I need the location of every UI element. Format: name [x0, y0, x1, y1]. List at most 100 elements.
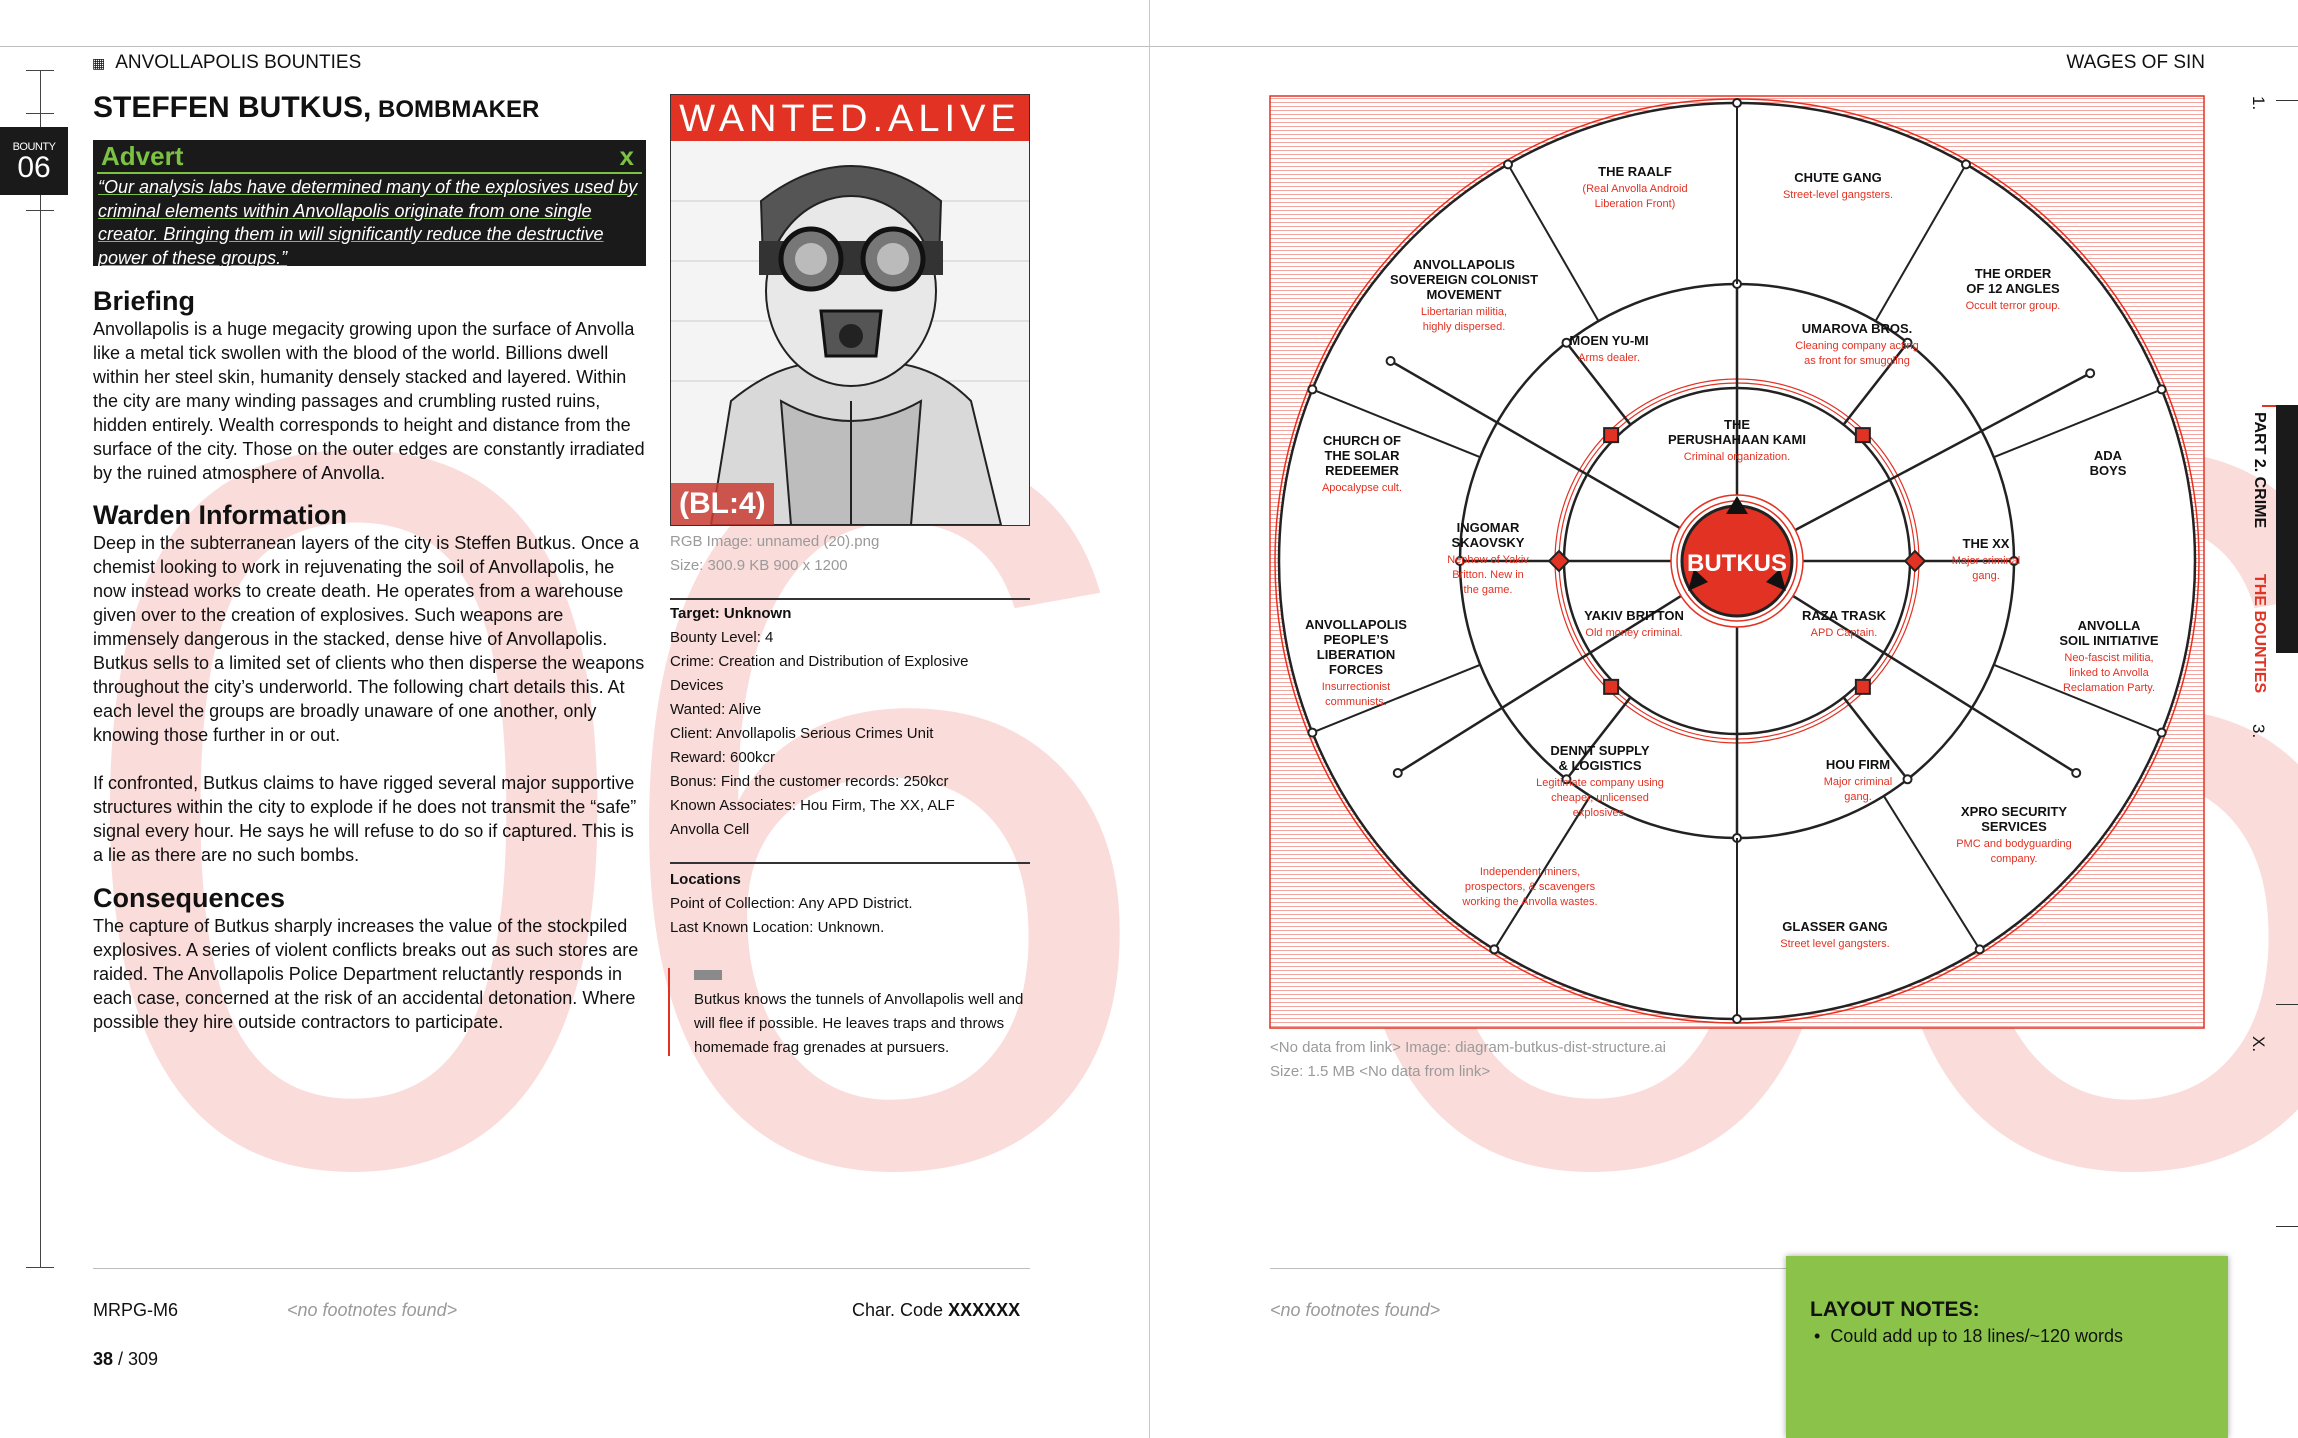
connection-marker: [1854, 678, 1871, 695]
side-note: Butkus knows the tunnels of Anvollapolis…: [694, 991, 1024, 1056]
edge-dot: [1503, 159, 1513, 170]
right-running-header: WAGES OF SIN: [2066, 52, 2205, 73]
locations-heading: Locations: [670, 871, 741, 888]
diagram-center-label: BUTKUS: [1687, 550, 1787, 577]
node-description: cheaper, unlicensed: [1551, 792, 1649, 804]
outer-spoke: [1493, 795, 1592, 950]
node-description: explosives.: [1573, 807, 1627, 819]
node-name: SOVEREIGN COLONIST: [1390, 272, 1538, 287]
edge-dot: [1307, 384, 1318, 395]
outer-spoke: [1311, 663, 1481, 734]
side-tab-1[interactable]: 1.: [2249, 96, 2268, 111]
running-header: ▦ ANVOLLAPOLIS BOUNTIES: [92, 52, 361, 74]
node-name: PEOPLE’S: [1323, 632, 1388, 647]
advert-box: Advert x “Our analysis labs have determi…: [93, 140, 646, 268]
node-name: SERVICES: [1981, 819, 2047, 834]
node-name: DENNT SUPPLY: [1550, 743, 1650, 758]
location-line: Point of Collection: Any APD District.: [670, 895, 913, 912]
outer-spoke: [1993, 388, 2163, 459]
junction-dot: [1902, 774, 1913, 785]
briefing-heading: Briefing: [93, 286, 196, 316]
node-description: Libertarian militia,: [1421, 306, 1507, 318]
middle-spoke: [1842, 341, 1909, 426]
node-name: FORCES: [1329, 662, 1384, 677]
char-code: Char. Code XXXXXX: [852, 1300, 1020, 1321]
long-spoke: [1389, 359, 1681, 530]
junction-dot: [1455, 556, 1465, 566]
edge-dot: [2156, 727, 2167, 738]
side-tab-part[interactable]: PART 2. CRIME: [2251, 412, 2268, 529]
node-name: RAZA TRASK: [1802, 608, 1887, 623]
detail-line: Known Associates: Hou Firm, The XX, ALF: [670, 797, 955, 814]
wanted-banner: WANTED.ALIVE: [671, 95, 1029, 141]
edge-dot: [1974, 944, 1985, 955]
edge-dot: [1732, 1014, 1742, 1024]
bomber-portrait-image: [671, 141, 1029, 525]
node-name: MOEN YU-MI: [1569, 333, 1648, 348]
middle-spoke: [1565, 341, 1632, 426]
node-description: Cleaning company acting: [1795, 340, 1919, 352]
node-description: Legitimate company using: [1536, 777, 1664, 789]
node-description: Street level gangsters.: [1780, 938, 1889, 950]
long-spoke: [1792, 594, 2077, 775]
layout-notes-item: •Could add up to 18 lines/~120 words: [1814, 1326, 2124, 1346]
warden-heading: Warden Information: [93, 500, 347, 530]
outer-spoke: [1882, 795, 1981, 950]
node-name: THE SOLAR: [1324, 448, 1400, 463]
node-name: CHUTE GANG: [1794, 170, 1881, 185]
edge-dot: [2085, 368, 2096, 379]
edge-dot: [1961, 159, 1971, 170]
edge-dot: [1732, 98, 1742, 108]
consequences-section: Consequences The capture of Butkus sharp…: [93, 883, 648, 1034]
node-description: company.: [1991, 853, 2038, 865]
edge-dot: [2071, 767, 2082, 778]
node-description: gang.: [1972, 570, 2000, 582]
edge-dot: [1385, 356, 1396, 366]
junction-dot: [2009, 556, 2019, 566]
junction-dot: [1902, 337, 1913, 348]
side-tab-3[interactable]: 3.: [2249, 724, 2268, 739]
warden-text-1: Deep in the subterranean layers of the c…: [93, 533, 645, 745]
detail-line: Devices: [670, 677, 724, 694]
node-name: THE XX: [1963, 536, 2010, 551]
node-description: communists.: [1325, 696, 1387, 708]
node-description: prospectors, & scavengers: [1465, 881, 1596, 893]
edge-dot: [2156, 384, 2167, 395]
node-name: THE RAALF: [1598, 164, 1672, 179]
node-name: THE ORDER: [1975, 266, 2052, 281]
outer-spoke: [1993, 663, 2163, 734]
outer-spoke: [1507, 163, 1600, 322]
connection-marker: [1603, 427, 1620, 444]
side-tab-bar: [2276, 405, 2298, 653]
outer-spoke: [1311, 388, 1481, 459]
node-name: XPRO SECURITY: [1961, 804, 2068, 819]
node-description: Nephew of Yakiv: [1447, 554, 1529, 566]
briefing-text: Anvollapolis is a huge megacity growing …: [93, 319, 645, 483]
node-description: APD Captain.: [1811, 627, 1878, 639]
node-name: MOVEMENT: [1426, 287, 1501, 302]
node-description: Insurrectionist: [1322, 681, 1390, 693]
book-icon: ▦: [92, 54, 106, 71]
diagram-caption-file: <No data from link> Image: diagram-butku…: [1270, 1039, 1666, 1056]
node-description: gang.: [1844, 791, 1872, 803]
node-name: & LOGISTICS: [1558, 758, 1641, 773]
poster-caption-file: RGB Image: unnamed (20).png: [670, 533, 880, 550]
node-description: (Real Anvolla Android: [1582, 183, 1687, 195]
detail-line: Anvolla Cell: [670, 821, 750, 838]
bounty-tab-label: BOUNTY: [12, 141, 56, 153]
wanted-poster: WANTED.ALIVE (BL:4): [670, 94, 1030, 526]
side-tab-x[interactable]: X.: [2249, 1036, 2268, 1053]
middle-spoke: [1842, 696, 1909, 781]
consequences-text: The capture of Butkus sharply increases …: [93, 916, 639, 1032]
layout-notes-box: LAYOUT NOTES: •Could add up to 18 lines/…: [1786, 1256, 2228, 1438]
detail-line: Wanted: Alive: [670, 701, 762, 718]
advert-close-button[interactable]: x: [619, 141, 634, 171]
node-description: Reclamation Party.: [2063, 682, 2155, 694]
node-name: LIBERATION: [1317, 647, 1395, 662]
connection-marker: [1547, 549, 1571, 573]
detail-line: Reward: 600kcr: [670, 749, 776, 766]
connection-marker: [1603, 678, 1620, 695]
page-total: / 309: [113, 1349, 159, 1369]
side-tab-bounties[interactable]: THE BOUNTIES: [2251, 574, 2268, 694]
